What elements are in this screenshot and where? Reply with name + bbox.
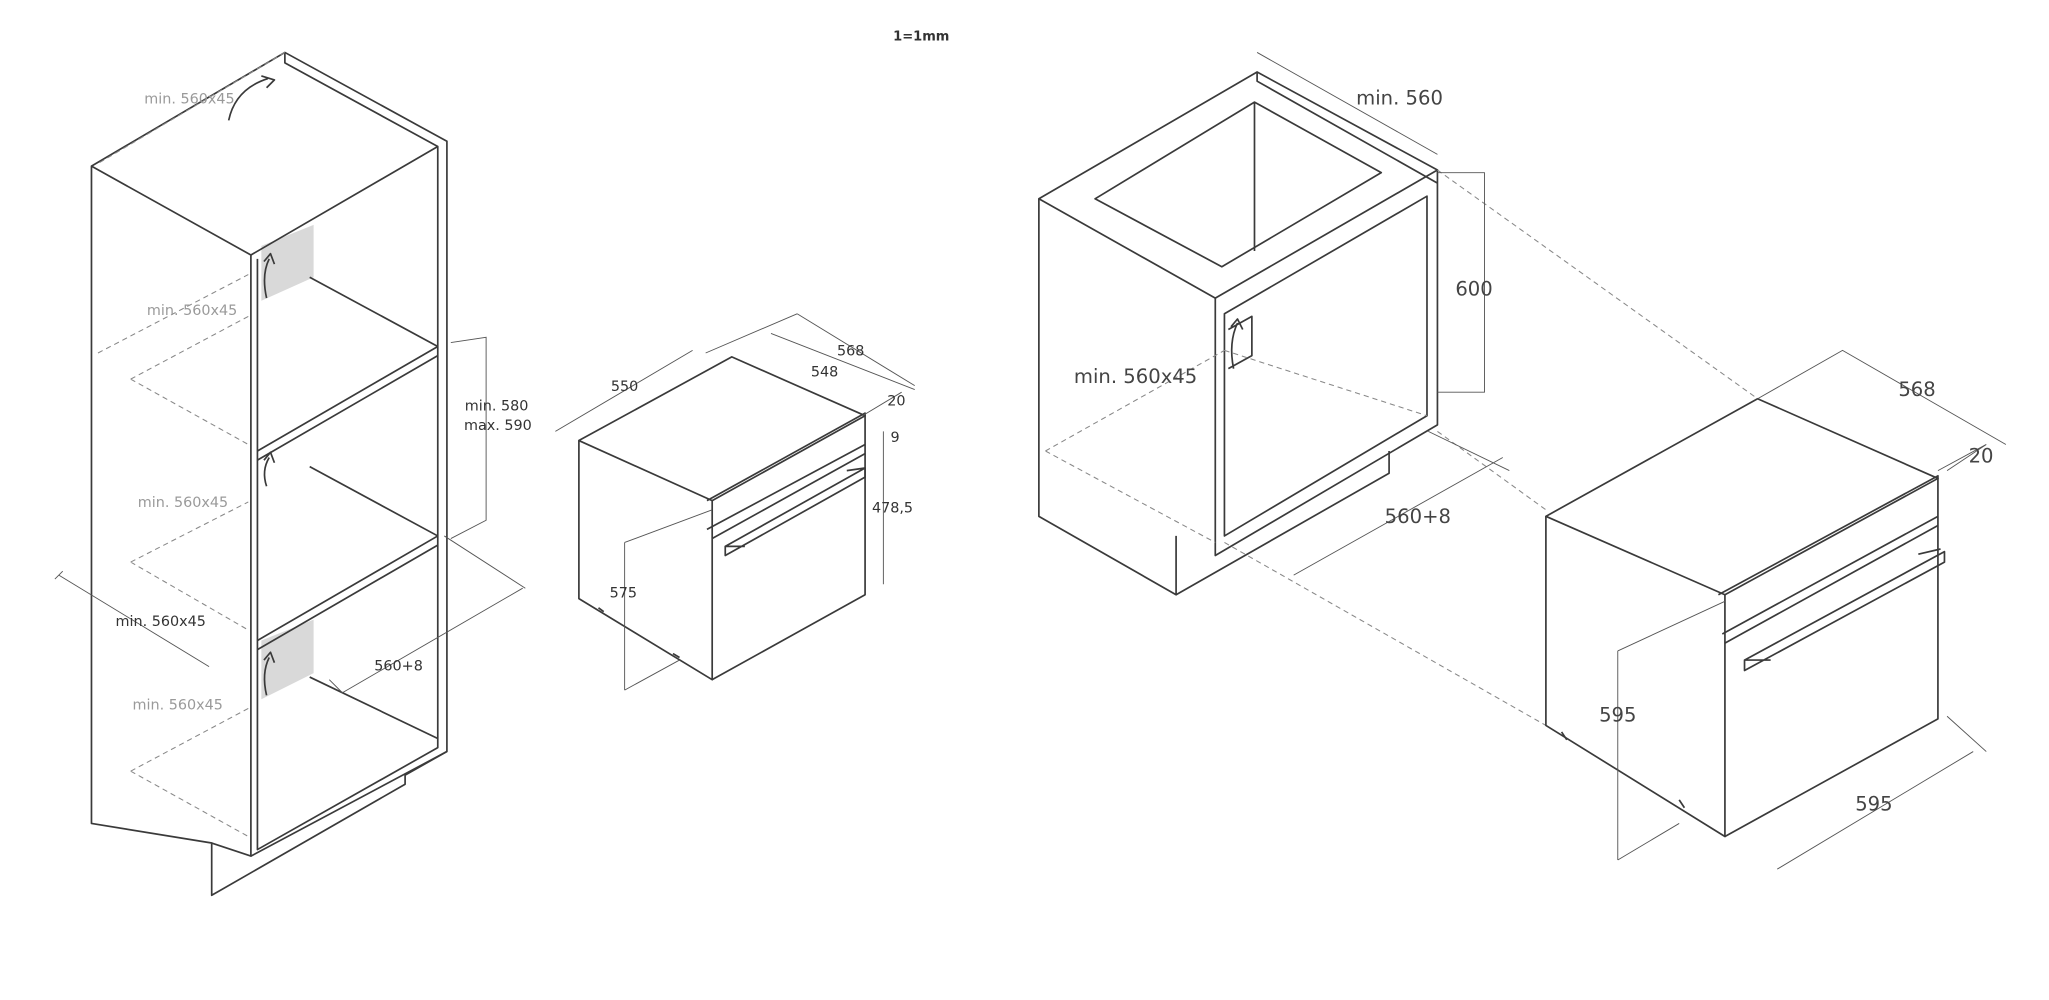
oven-large-front-depth: 20 [1969,445,1994,468]
oven-small-top-gap: 9 [891,430,900,446]
oven-small-depth-body: 550 [611,379,638,395]
niche-max-label: max. 590 [464,418,532,434]
niche-width-label: 560+8 [374,659,423,675]
vent-label-top: min. 560x45 [144,91,234,107]
oven-large [1545,349,2007,870]
oven-small [555,313,915,691]
vent-label-lower: min. 560x45 [133,698,223,714]
base-cabinet [1038,52,1758,726]
tall-cabinet [54,51,526,897]
oven-small-front-depth: 20 [887,393,905,409]
oven-small-depth-total: 568 [837,344,864,360]
oven-large-height: 595 [1599,703,1636,726]
vent-label-middle: min. 560x45 [138,495,228,511]
base-cabinet-height: 600 [1455,277,1492,300]
oven-small-height: 575 [610,585,637,601]
base-cabinet-niche-width: 560+8 [1385,505,1451,528]
scale-note: 1=1mm [893,30,949,45]
niche-min-label: min. 580 [465,398,529,414]
cabinet-width-label: min. 560x45 [116,614,206,630]
oven-large-depth-total: 568 [1898,378,1935,401]
oven-small-depth-inner: 548 [811,365,838,381]
vent-label-upper: min. 560x45 [147,303,237,319]
oven-small-door-height: 478,5 [872,500,913,516]
base-cabinet-vent-label: min. 560x45 [1074,365,1197,388]
base-cabinet-depth: min. 560 [1356,87,1443,110]
oven-large-width: 595 [1855,792,1892,815]
